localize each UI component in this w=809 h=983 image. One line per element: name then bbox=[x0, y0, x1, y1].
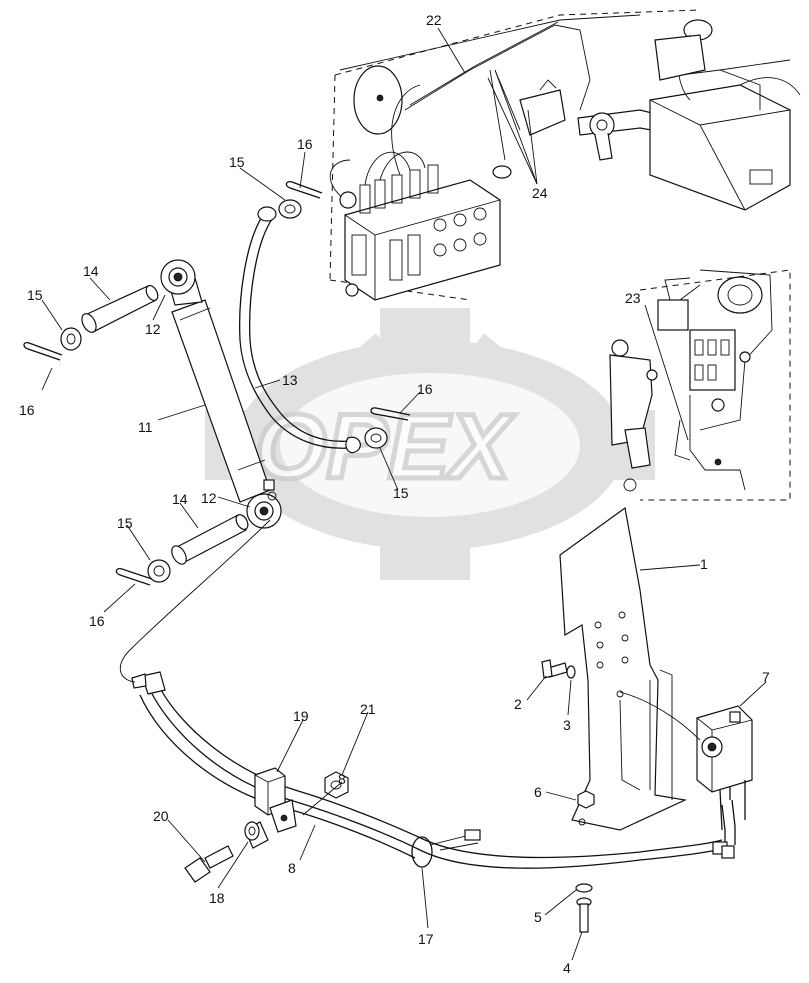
callout-2: 2 bbox=[514, 696, 522, 712]
callout-16-a: 16 bbox=[297, 136, 313, 152]
callouts: 22 24 16 15 14 15 12 16 13 11 16 15 14 1… bbox=[19, 12, 770, 976]
callout-7: 7 bbox=[762, 669, 770, 685]
clamp-17 bbox=[411, 829, 481, 868]
callout-14-b: 14 bbox=[172, 491, 188, 507]
callout-11: 11 bbox=[138, 419, 153, 435]
callout-17: 17 bbox=[418, 931, 434, 947]
callout-15-b: 15 bbox=[27, 287, 43, 303]
callout-24: 24 bbox=[532, 185, 548, 201]
callout-21: 21 bbox=[360, 701, 376, 717]
washer-5 bbox=[575, 883, 593, 893]
leader-lines bbox=[41, 27, 767, 961]
washer-15-b bbox=[60, 327, 82, 351]
watermark-inner bbox=[280, 373, 580, 517]
callout-5: 5 bbox=[534, 909, 542, 925]
callout-14-a: 14 bbox=[83, 263, 99, 279]
callout-18: 18 bbox=[209, 890, 225, 906]
cotter-pin-16-b bbox=[23, 341, 63, 361]
watermark-text: OPEX bbox=[255, 396, 515, 498]
mounting-plate bbox=[559, 506, 688, 831]
washer-3 bbox=[566, 665, 576, 679]
pin-14-upper bbox=[81, 284, 159, 333]
cotter-pin-16-c bbox=[370, 407, 411, 421]
switch-wire bbox=[619, 691, 701, 741]
callout-8-b: 8 bbox=[288, 860, 296, 876]
callout-12-a: 12 bbox=[145, 321, 161, 337]
callout-15-c: 15 bbox=[393, 485, 409, 501]
bolt-4 bbox=[576, 897, 592, 933]
callout-16-b: 16 bbox=[19, 402, 35, 418]
callout-12-b: 12 bbox=[201, 490, 217, 506]
bolt-20 bbox=[184, 845, 234, 883]
callout-19: 19 bbox=[293, 708, 309, 724]
spacer-18 bbox=[244, 821, 269, 849]
callout-15-d: 15 bbox=[117, 515, 133, 531]
callout-15-a: 15 bbox=[229, 154, 245, 170]
side-valve-assembly bbox=[609, 269, 791, 501]
callout-1: 1 bbox=[700, 556, 708, 572]
valve-block-assembly bbox=[329, 9, 801, 301]
callout-20: 20 bbox=[153, 808, 169, 824]
callout-3: 3 bbox=[563, 717, 571, 733]
washer-15-d bbox=[147, 559, 171, 583]
hose-13 bbox=[239, 206, 361, 454]
nut-6 bbox=[577, 790, 595, 809]
callout-22: 22 bbox=[426, 12, 442, 28]
switch-7 bbox=[696, 705, 753, 831]
cotter-pin-16-a bbox=[285, 180, 323, 199]
hose-8 bbox=[120, 519, 736, 869]
callout-4: 4 bbox=[563, 960, 571, 976]
cotter-pin-16-d bbox=[115, 567, 153, 586]
bolt-2 bbox=[541, 659, 568, 679]
callout-23: 23 bbox=[625, 290, 641, 306]
callout-16-c: 16 bbox=[417, 381, 433, 397]
callout-8-a: 8 bbox=[338, 771, 346, 787]
callout-6: 6 bbox=[534, 784, 542, 800]
callout-13: 13 bbox=[282, 372, 298, 388]
bracket-19 bbox=[254, 767, 297, 833]
callout-16-d: 16 bbox=[89, 613, 105, 629]
washer-15-a bbox=[278, 199, 302, 219]
washer-15-c bbox=[364, 427, 388, 449]
hydraulic-cylinder bbox=[160, 259, 282, 529]
pin-14-lower bbox=[171, 514, 249, 565]
